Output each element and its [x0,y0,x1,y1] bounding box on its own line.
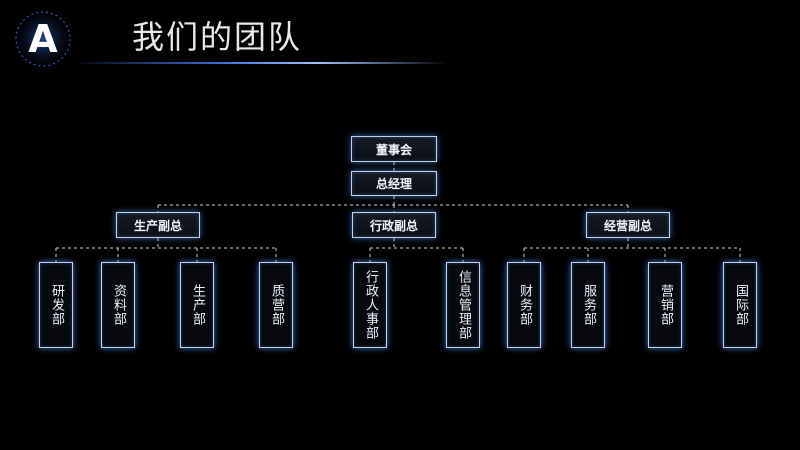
vp-business-label: 经营副总 [603,218,652,233]
dept-label: 服务部 [581,284,596,326]
vp-admin-node: 行政副总 [352,212,436,238]
dept-finance: 财务部 [507,262,541,348]
dept-label: 质营部 [269,284,284,326]
dept-it: 信息管理部 [446,262,480,348]
page-title: 我们的团队 [132,18,303,56]
svg-text:A: A [28,17,58,61]
logo-a-icon: A [10,6,76,72]
dept-materials: 资料部 [101,262,135,348]
dept-label: 行政人事部 [363,270,378,340]
board-node: 董事会 [351,136,437,162]
dept-quality: 质营部 [259,262,293,348]
dept-label: 国际部 [733,284,748,326]
dept-label: 研发部 [49,284,64,326]
dept-service: 服务部 [571,262,605,348]
dept-marketing: 营销部 [648,262,682,348]
dept-label: 财务部 [517,284,532,326]
vp-production-label: 生产副总 [133,218,182,233]
dept-hr: 行政人事部 [353,262,387,348]
dept-rd: 研发部 [39,262,73,348]
vp-admin-label: 行政副总 [369,218,418,233]
dept-label: 营销部 [658,284,673,326]
board-label: 董事会 [375,142,412,157]
vp-production-node: 生产副总 [116,212,200,238]
title-underline [70,62,450,64]
general-manager-label: 总经理 [375,177,412,191]
dept-production: 生产部 [180,262,214,348]
dept-label: 信息管理部 [456,270,471,340]
vp-business-node: 经营副总 [586,212,670,238]
dept-label: 生产部 [190,284,205,326]
dept-international: 国际部 [723,262,757,348]
dept-label: 资料部 [111,284,126,326]
general-manager-node: 总经理 [351,171,437,196]
